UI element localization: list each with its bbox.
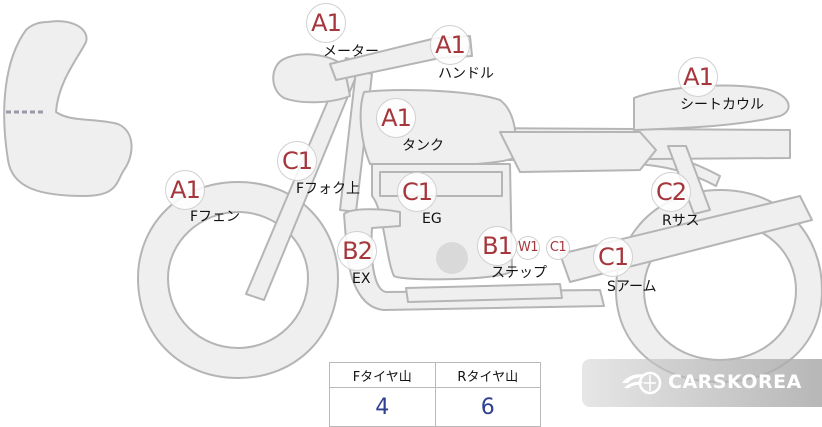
front-fender-label: Fフェン [190,209,241,225]
rear-tread-value: 6 [434,387,541,427]
tank-code-badge: A1 [376,98,416,138]
front-fork-code-badge: C1 [277,141,317,181]
step-extra-code-2-badge: C1 [546,236,570,260]
tire-tread-table: Fタイヤ山 Rタイヤ山 4 6 [329,362,541,427]
exhaust-outline [343,208,605,311]
meter-code-badge: A1 [306,3,346,43]
handle-label: ハンドル [438,66,494,82]
front-tread-value: 4 [329,387,436,427]
seat-cowl-label: シートカウル [680,97,764,113]
front-cowl-outline [3,20,133,197]
engine-dot [436,242,468,274]
handle-code-badge: A1 [430,25,470,65]
exhaust-code-badge: B2 [337,231,377,271]
rear-tread-header: Rタイヤ山 [434,362,541,388]
meter-label: メーター [323,44,379,60]
rear-suspension-label: Rサス [662,213,700,229]
carskorea-logo-icon [622,371,662,395]
rear-suspension-code-badge: C2 [651,172,691,212]
engine-code-badge: C1 [397,172,437,212]
front-tread-header: Fタイヤ山 [329,362,436,388]
front-fork-label: Fフォク上 [296,181,361,197]
step-extra-code-1-badge: W1 [516,236,540,260]
exhaust-label: EX [352,271,371,287]
engine-label: EG [422,211,442,227]
seat-cowl-code-badge: A1 [678,57,718,97]
swing-arm-label: Sアーム [607,279,657,295]
swing-arm-code-badge: C1 [593,237,633,277]
step-bar-outline [405,283,563,303]
seat-frame-outline [499,131,657,173]
front-fender-code-badge: A1 [165,170,205,210]
step-label: ステップ [491,265,547,281]
step-code-badge: B1 [477,226,517,266]
tank-label: タンク [402,138,444,154]
watermark-text: CARSKOREA [668,371,802,393]
carskorea-watermark: CARSKOREA [582,359,822,407]
